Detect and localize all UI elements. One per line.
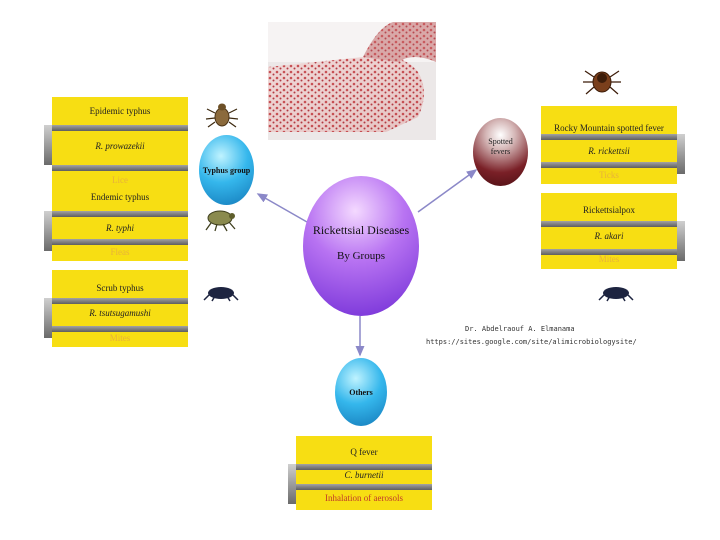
disease-name: Rocky Mountain spotted fever [541,123,677,133]
louse-icon [204,100,240,130]
card-rmsf: Rocky Mountain spotted fever R. ricketts… [541,106,677,184]
vector-name: Mites [52,333,188,343]
card-endemic-typhus: Endemic typhus R. typhi Fleas [52,183,188,261]
typhus-group-node: Typhus group [199,135,254,205]
center-subtitle: By Groups [337,250,385,262]
vector-name: Mites [541,254,677,264]
vector-name: Inhalation of aerosols [296,493,432,503]
agent-name: R. typhi [52,223,188,233]
agent-name: R. rickettsii [541,146,677,156]
others-node: Others [335,358,387,426]
card-scrub-typhus: Scrub typhus R. tsutsugamushi Mites [52,270,188,347]
center-title: Rickettsial Diseases [313,223,409,238]
author-credit: Dr. Abdelraouf A. Elmanama [465,325,575,333]
agent-name: R. akari [541,231,677,241]
center-node: Rickettsial Diseases By Groups [303,176,419,316]
flea-icon [203,206,239,232]
vector-name: Fleas [52,247,188,257]
agent-name: C. burnetii [296,470,432,480]
tick-icon [582,64,622,98]
agent-name: R. tsutsugamushi [52,308,188,318]
vector-name: Ticks [541,170,677,180]
mite-icon-right [598,283,634,303]
disease-name: Q fever [296,447,432,457]
mite-icon-left [203,284,239,302]
disease-name: Scrub typhus [52,283,188,293]
card-q-fever: Q fever C. burnetii Inhalation of aeroso… [296,436,432,510]
card-epidemic-typhus: Epidemic typhus R. prowazekii Lice [52,97,188,191]
agent-name: R. prowazekii [52,141,188,151]
spotted-fevers-node: Spotted fevers [473,118,528,186]
disease-name: Rickettsialpox [541,205,677,215]
disease-name: Endemic typhus [52,192,188,202]
disease-name: Epidemic typhus [52,106,188,116]
card-rickettsialpox: Rickettsialpox R. akari Mites [541,193,677,269]
source-url: https://sites.google.com/site/alimicrobi… [426,338,637,346]
